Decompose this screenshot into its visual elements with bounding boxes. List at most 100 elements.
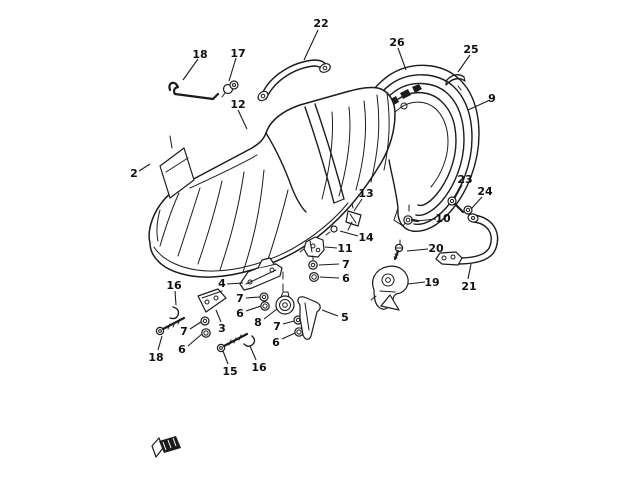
part-number-label: 7 (236, 292, 244, 305)
seat-nose-crease (156, 209, 161, 242)
tag-stem (169, 135, 173, 149)
seat-step-edge (265, 132, 307, 213)
seat-assembly (148, 86, 396, 278)
part-number-label: 18 (192, 48, 207, 61)
seat-strap-edge-left (304, 106, 335, 204)
leader-line (353, 198, 363, 212)
seat-pleat (177, 187, 201, 257)
part-number-label: 22 (313, 17, 328, 30)
hook-clip-16-upper (169, 306, 180, 320)
part-number-label: 5 (341, 311, 349, 324)
part-number-label: 3 (218, 322, 226, 335)
leader-line (318, 263, 340, 266)
nut-24 (463, 205, 473, 215)
part-number-label: 19 (424, 276, 439, 289)
grab-handle-22 (257, 59, 331, 102)
leader-line (174, 290, 177, 306)
seat-pleat (197, 180, 223, 265)
seat-lock-rod-21 (435, 213, 499, 266)
screw-20 (393, 239, 404, 261)
part-number-label: 4 (218, 277, 226, 290)
part-number-label: 7 (273, 320, 281, 333)
leader-line (245, 296, 261, 299)
trim-strip-25 (445, 73, 466, 91)
seat-lock-latch-19 (370, 265, 409, 311)
leader-line (397, 47, 407, 71)
part-number-label: 23 (457, 173, 472, 186)
part-number-label: 20 (428, 242, 444, 255)
seat-skirt-line (153, 202, 349, 272)
seat-pleat (219, 171, 245, 271)
leader-line (187, 333, 203, 347)
leader-line (467, 99, 491, 111)
leader-line (319, 276, 340, 279)
nut-6-left (201, 328, 211, 338)
part-number-label: 7 (342, 258, 350, 271)
leader-line (226, 282, 244, 285)
leader-line (470, 196, 483, 210)
nut-6-right (309, 272, 320, 283)
bolt-15 (216, 332, 249, 353)
nut-6-center (260, 301, 270, 311)
screw-14 (325, 225, 338, 236)
tag-plate (159, 147, 195, 199)
nut-7-center (259, 292, 269, 302)
part-number-label: 14 (358, 231, 374, 244)
part-number-label: 6 (178, 343, 186, 356)
seat-top-crease (189, 154, 258, 189)
part-number-label: 25 (463, 43, 478, 56)
seat-pleat (338, 106, 351, 197)
emblem-badge (151, 436, 181, 458)
bracket-3 (197, 288, 227, 313)
part-number-label: 26 (389, 36, 405, 49)
damper-5 (297, 296, 321, 340)
leader-line (249, 345, 257, 361)
leader-line (416, 218, 437, 222)
seat-pleat (383, 92, 390, 171)
leader-line (407, 281, 426, 285)
grommet-8 (275, 291, 295, 315)
leader-line (457, 54, 471, 73)
hinge-rod-18 (168, 81, 220, 101)
leader-line (237, 109, 248, 130)
part-number-label: 11 (337, 242, 352, 255)
leader-line (138, 163, 151, 172)
bracket-11 (299, 236, 325, 258)
leader-line (215, 309, 222, 323)
leader-line (222, 350, 229, 365)
leader-line (339, 230, 359, 237)
leader-line (282, 320, 295, 325)
seat-clamp-13 (345, 202, 362, 231)
part-number-label: 10 (435, 212, 451, 225)
cowl-outer-edge (354, 64, 480, 233)
part-number-label: 24 (477, 185, 493, 198)
leader-line (303, 29, 319, 61)
part-number-label: 9 (488, 92, 496, 105)
bolt-18-lower (155, 316, 186, 336)
nut-7-right (308, 255, 318, 270)
cowl-logo-dot (400, 102, 408, 110)
leader-line (321, 309, 339, 317)
part-number-label: 6 (236, 307, 244, 320)
leader-line (406, 248, 429, 252)
hook-clip-16-lower (243, 335, 256, 347)
leader-line (263, 308, 278, 320)
seat-pleat (242, 169, 265, 273)
nut-7-left (200, 316, 210, 326)
part-number-label: 2 (130, 167, 138, 180)
nut-6-mid (294, 327, 304, 337)
emblem-hatch (162, 437, 177, 451)
cowl-logo-mark (412, 84, 422, 93)
part-number-label: 17 (230, 47, 245, 60)
part-number-label: 7 (180, 325, 188, 338)
leader-line (467, 263, 472, 280)
leader-line (228, 57, 237, 82)
seat-pleat (355, 100, 367, 191)
rod-clevis-end (435, 251, 463, 266)
part-number-label: 16 (251, 361, 267, 374)
part-number-label: 16 (166, 279, 182, 292)
leader-line (454, 184, 463, 199)
